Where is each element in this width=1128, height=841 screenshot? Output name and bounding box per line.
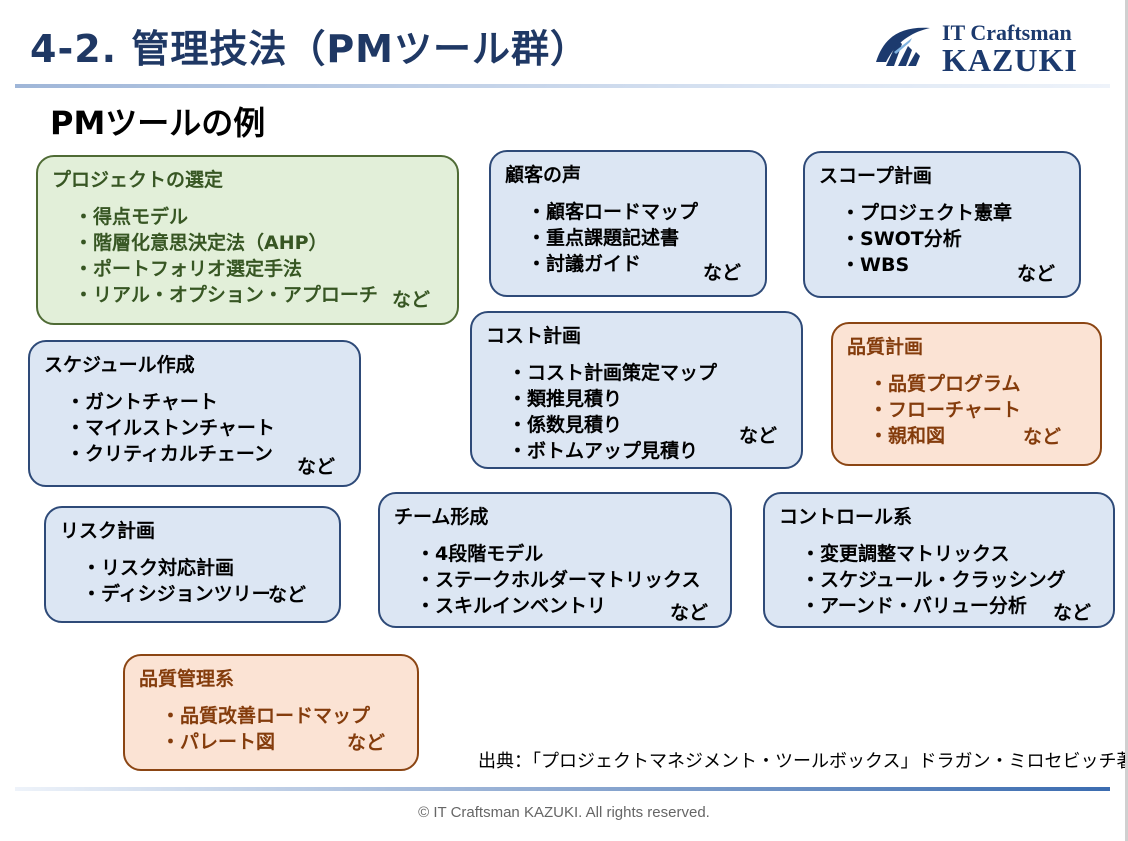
list-item: ディシジョンツリー <box>82 581 325 607</box>
tool-box-quality-planning: 品質計画 品質プログラム フローチャート 親和図 など <box>831 322 1102 466</box>
etc-label: など <box>670 602 709 624</box>
list-item: 顧客ロードマップ <box>527 199 751 225</box>
box-title: リスク計画 <box>60 520 156 542</box>
etc-label: など <box>297 456 336 478</box>
list-item: 重点課題記述書 <box>527 225 751 251</box>
list-item: 討議ガイド <box>527 251 751 277</box>
list-item: マイルストンチャート <box>66 415 345 441</box>
item-list: コスト計画策定マップ 類推見積り 係数見積り ボトムアップ見積り <box>508 360 787 464</box>
list-item: 変更調整マトリックス <box>801 541 1099 567</box>
list-item: ガントチャート <box>66 389 345 415</box>
etc-label: など <box>703 262 742 284</box>
item-list: 4段階モデル ステークホルダーマトリックス スキルインベントリ <box>416 541 716 619</box>
citation: 出典：「プロジェクトマネジメント・ツールボックス」ドラガン・ミロセビッチ著 <box>478 751 1128 771</box>
list-item: 親和図 <box>869 423 1086 449</box>
tool-box-quality-control: 品質管理系 品質改善ロードマップ パレート図 など <box>123 654 419 771</box>
list-item: WBS <box>841 252 1065 278</box>
list-item: ポートフォリオ選定手法 <box>74 256 443 282</box>
list-item: 品質改善ロードマップ <box>161 703 403 729</box>
logo-mark-icon <box>876 27 930 66</box>
tool-box-scope-planning: スコープ計画 プロジェクト憲章 SWOT分析 WBS など <box>803 151 1081 298</box>
list-item: パレート図 <box>161 729 403 755</box>
box-title: スコープ計画 <box>819 165 932 187</box>
list-item: 係数見積り <box>508 412 787 438</box>
box-title: スケジュール作成 <box>44 354 195 376</box>
logo-text-line2: KAZUKI <box>942 42 1078 78</box>
logo-text-line1: IT Craftsman <box>942 20 1072 45</box>
list-item: アーンド・バリュー分析 <box>801 593 1099 619</box>
box-title: チーム形成 <box>394 506 489 528</box>
tool-box-schedule-creation: スケジュール作成 ガントチャート マイルストンチャート クリティカルチェーン な… <box>28 340 361 487</box>
section-heading: PMツールの例 <box>50 104 266 142</box>
item-list: リスク対応計画 ディシジョンツリー <box>82 555 325 607</box>
list-item: クリティカルチェーン <box>66 441 345 467</box>
list-item: ボトムアップ見積り <box>508 438 787 464</box>
company-logo: IT Craftsman KAZUKI <box>872 20 1087 78</box>
etc-label: など <box>739 425 778 447</box>
title-divider <box>15 84 1110 88</box>
item-list: 品質改善ロードマップ パレート図 <box>161 703 403 755</box>
footer-divider <box>15 787 1110 791</box>
tool-box-voice-of-customer: 顧客の声 顧客ロードマップ 重点課題記述書 討議ガイド など <box>489 150 767 297</box>
list-item: 類推見積り <box>508 386 787 412</box>
tool-box-control: コントロール系 変更調整マトリックス スケジュール・クラッシング アーンド・バリ… <box>763 492 1115 628</box>
item-list: 品質プログラム フローチャート 親和図 <box>869 371 1086 449</box>
list-item: リスク対応計画 <box>82 555 325 581</box>
item-list: ガントチャート マイルストンチャート クリティカルチェーン <box>66 389 345 467</box>
tool-box-risk-planning: リスク計画 リスク対応計画 ディシジョンツリー など <box>44 506 341 623</box>
slide-edge <box>1125 0 1128 841</box>
item-list: 変更調整マトリックス スケジュール・クラッシング アーンド・バリュー分析 <box>801 541 1099 619</box>
list-item: 階層化意思決定法（AHP） <box>74 230 443 256</box>
list-item: SWOT分析 <box>841 226 1065 252</box>
etc-label: など <box>392 289 431 311</box>
list-item: スキルインベントリ <box>416 593 716 619</box>
item-list: 顧客ロードマップ 重点課題記述書 討議ガイド <box>527 199 751 277</box>
box-title: 品質計画 <box>847 336 924 358</box>
list-item: プロジェクト憲章 <box>841 200 1065 226</box>
etc-label: など <box>347 732 386 754</box>
box-title: コスト計画 <box>486 325 582 347</box>
list-item: 得点モデル <box>74 204 443 230</box>
copyright-footer: © IT Craftsman KAZUKI. All rights reserv… <box>418 804 710 821</box>
list-item: コスト計画策定マップ <box>508 360 787 386</box>
box-title: 品質管理系 <box>139 668 235 690</box>
tool-box-team-formation: チーム形成 4段階モデル ステークホルダーマトリックス スキルインベントリ など <box>378 492 732 628</box>
item-list: プロジェクト憲章 SWOT分析 WBS <box>841 200 1065 278</box>
list-item: 4段階モデル <box>416 541 716 567</box>
list-item: ステークホルダーマトリックス <box>416 567 716 593</box>
tool-box-project-selection: プロジェクトの選定 得点モデル 階層化意思決定法（AHP） ポートフォリオ選定手… <box>36 155 459 325</box>
etc-label: など <box>1053 602 1092 624</box>
box-title: 顧客の声 <box>505 164 582 186</box>
etc-label: など <box>268 584 307 606</box>
item-list: 得点モデル 階層化意思決定法（AHP） ポートフォリオ選定手法 リアル・オプショ… <box>74 204 443 308</box>
page-title: 4-2. 管理技法（PMツール群） <box>30 27 589 71</box>
list-item: リアル・オプション・アプローチ <box>74 282 443 308</box>
list-item: 品質プログラム <box>869 371 1086 397</box>
etc-label: など <box>1023 426 1062 448</box>
tool-box-cost-planning: コスト計画 コスト計画策定マップ 類推見積り 係数見積り ボトムアップ見積り な… <box>470 311 803 469</box>
list-item: スケジュール・クラッシング <box>801 567 1099 593</box>
list-item: フローチャート <box>869 397 1086 423</box>
etc-label: など <box>1017 263 1056 285</box>
box-title: コントロール系 <box>779 506 913 528</box>
box-title: プロジェクトの選定 <box>52 169 224 191</box>
